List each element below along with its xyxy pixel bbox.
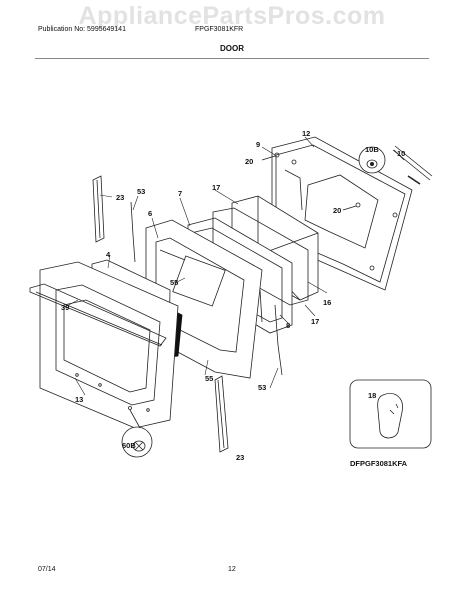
header-rule — [35, 58, 429, 59]
callout-20-mid: 20 — [333, 206, 341, 215]
model-number: FPGF3081KFR — [195, 26, 244, 33]
callout-8: 8 — [286, 321, 290, 330]
footer-date: 07/14 — [38, 566, 56, 573]
outer-door-panel — [29, 261, 179, 429]
callout-6: 6 — [148, 209, 152, 218]
callout-4: 4 — [106, 250, 111, 259]
diagram-model-code: DFPGF3081KFA — [350, 459, 408, 468]
callout-60b: 60B — [122, 441, 136, 450]
callout-16: 16 — [323, 298, 331, 307]
callout-23-bottom: 23 — [236, 453, 244, 462]
screw-mid — [342, 202, 361, 211]
footer-page: 12 — [228, 566, 236, 573]
callout-17-top: 17 — [212, 183, 220, 192]
callout-9: 9 — [256, 140, 260, 149]
callout-12: 12 — [302, 129, 310, 138]
callout-55-bottom: 55 — [205, 374, 213, 383]
callout-17-bottom: 17 — [311, 317, 319, 326]
watermark: AppliancePartsPros.com — [78, 2, 386, 30]
callout-13: 13 — [75, 395, 83, 404]
section-title: DOOR — [220, 44, 244, 53]
callout-7: 7 — [178, 189, 182, 198]
publication-number: Publication No: 5995649141 — [38, 26, 126, 33]
leader-lines — [64, 136, 405, 396]
side-trim-strip — [259, 289, 263, 323]
hinge-top — [92, 175, 105, 243]
callout-10: 10 — [397, 149, 405, 158]
callout-55-top: 55 — [170, 278, 178, 287]
callout-53-bottom: 53 — [258, 383, 266, 392]
callout-39: 39 — [61, 303, 69, 312]
callout-20-top: 20 — [245, 157, 253, 166]
detail-60b — [121, 406, 153, 458]
hinge-bottom — [214, 375, 229, 453]
callout-53-top: 53 — [137, 187, 145, 196]
callout-23-top: 23 — [116, 193, 124, 202]
gasket-strip-right — [274, 304, 283, 376]
callout-10b: 10B — [365, 145, 379, 154]
part-18-box — [349, 379, 432, 449]
callout-18: 18 — [368, 391, 376, 400]
gasket-strip-top — [130, 201, 136, 263]
detail-10b — [358, 146, 386, 174]
callout-labels: 23 53 7 6 17 9 20 12 10B 10 20 4 55 39 1… — [61, 129, 408, 468]
